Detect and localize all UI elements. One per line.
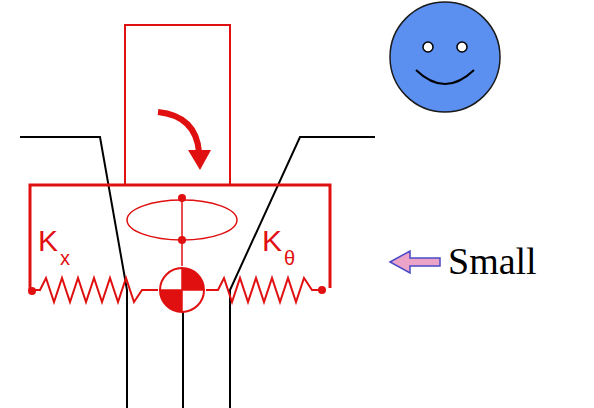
cg-quadrant xyxy=(182,268,204,290)
cg-circle xyxy=(160,268,204,312)
spring-ktheta xyxy=(206,278,322,302)
stiffness-subscript: x xyxy=(60,248,70,268)
cg-quadrant xyxy=(160,290,182,312)
stiffness-symbol: K xyxy=(38,226,58,256)
stiffness-subscript: θ xyxy=(284,248,295,268)
slot-left-wall xyxy=(20,137,127,408)
rotation-arrow xyxy=(158,112,199,152)
shaft-line xyxy=(182,312,184,408)
smiley-mouth xyxy=(416,70,474,84)
slot-right-wall xyxy=(230,137,375,408)
slot-outline xyxy=(20,137,375,408)
smiley-eye xyxy=(457,42,467,52)
pivot-dot xyxy=(178,236,186,244)
pointer-arrow xyxy=(390,251,440,273)
smiley-eye xyxy=(423,42,433,52)
upright-body xyxy=(125,25,230,185)
smiley-face xyxy=(390,2,500,112)
note-label: Small xyxy=(448,242,537,280)
smiley-head xyxy=(390,2,500,112)
cg-crosshair xyxy=(181,268,183,312)
stiffness-symbol: K xyxy=(262,226,282,256)
cg-symbol xyxy=(160,268,204,312)
rotation-arrowhead xyxy=(188,150,211,170)
body-outline xyxy=(30,25,330,302)
anchor-dot xyxy=(318,286,326,294)
spring-kx xyxy=(32,278,158,302)
pivot-dot xyxy=(178,194,186,202)
anchor-dot xyxy=(28,287,36,295)
orbit-axis xyxy=(181,198,183,266)
